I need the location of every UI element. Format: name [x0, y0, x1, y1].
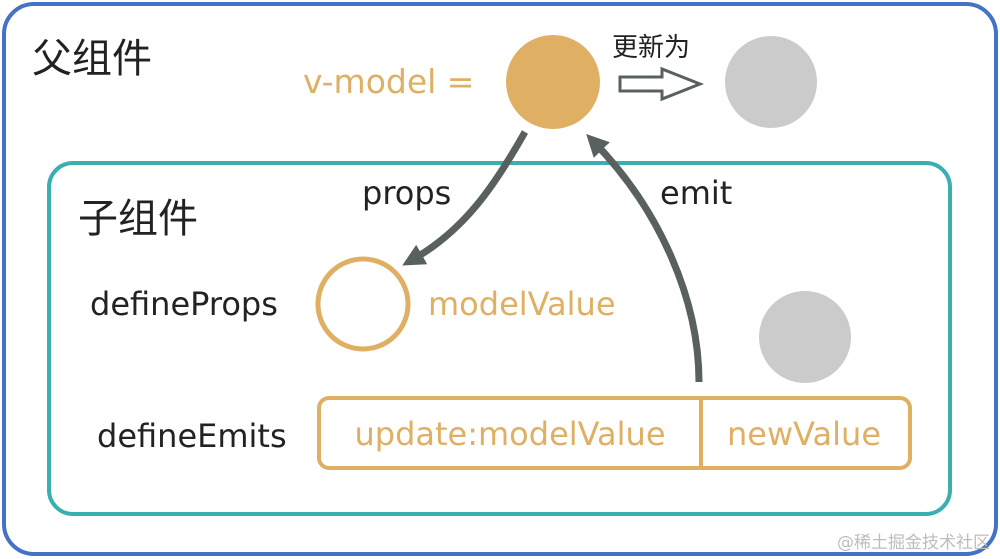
update-arrow-icon	[618, 66, 705, 102]
model-value-label: modelValue	[428, 285, 616, 323]
parent-new-value-circle	[725, 36, 817, 128]
child-component-title: 子组件	[78, 196, 198, 242]
props-arrow	[402, 130, 529, 266]
define-emits-label: defineEmits	[97, 417, 287, 455]
child-new-value-circle	[759, 291, 851, 383]
define-props-label: defineProps	[90, 285, 278, 323]
update-to-label: 更新为	[612, 33, 690, 63]
parent-component-title: 父组件	[32, 36, 152, 82]
model-value-circle	[315, 256, 411, 352]
emit-label: emit	[660, 174, 732, 212]
emit-arrow	[586, 133, 703, 383]
props-label: props	[362, 174, 451, 212]
v-model-label: v-model =	[303, 62, 474, 101]
emit-event-name: update:modelValue	[354, 415, 665, 453]
emit-signature-box	[317, 396, 912, 470]
parent-value-circle	[506, 35, 600, 129]
watermark: @稀土掘金技术社区	[837, 533, 990, 553]
emit-payload-name: newValue	[727, 415, 881, 453]
